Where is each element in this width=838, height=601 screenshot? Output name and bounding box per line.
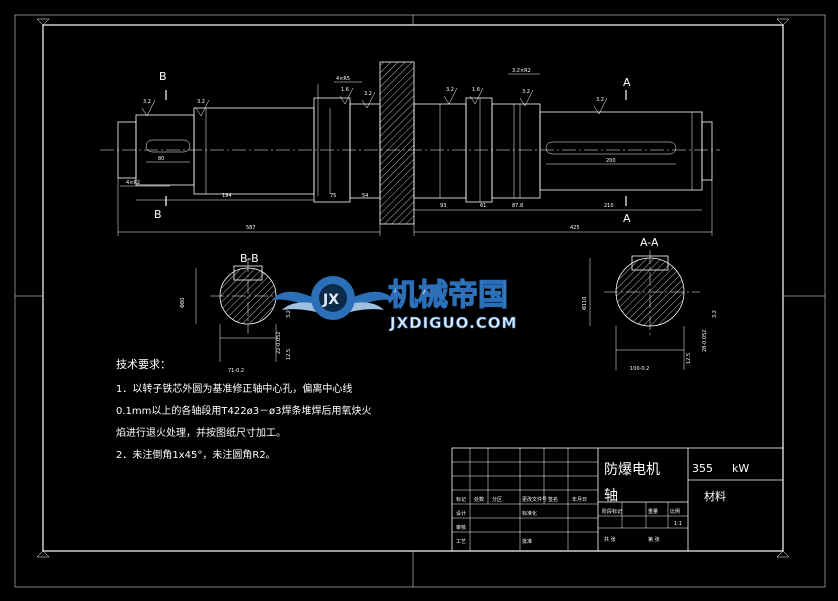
- cut-marker-a-top: A: [623, 76, 631, 89]
- aa-depth: 100-0.2: [630, 366, 649, 372]
- cut-marker-a-bottom: A: [623, 212, 631, 225]
- dim-61: 61: [480, 203, 486, 209]
- material-label: 材料: [704, 489, 726, 503]
- bb-depth: 71-0.2: [228, 368, 244, 374]
- roughness-4: 3.2: [364, 91, 372, 97]
- bb-dia: Φ80: [180, 298, 186, 308]
- watermark-logo: JX 机械帝国 JXDIGUO.COM: [272, 276, 517, 332]
- tb-cell-13: 批准: [522, 538, 532, 545]
- dim-194: 194: [222, 193, 232, 199]
- aa-rough2: 12.5: [686, 353, 692, 364]
- dim-425: 425: [570, 225, 580, 231]
- title-block: 标记 处数 分区 更改文件号 签名 年月日 设计 标准化 阶段标记 重量 比例 …: [451, 447, 784, 552]
- bb-keyw: 22-0.052: [276, 332, 282, 354]
- tb-cell-15: 第 张: [648, 536, 660, 543]
- bb-rough: 3.2: [286, 310, 292, 318]
- dim-87-8: 87.8: [512, 203, 523, 209]
- tb-cell-3: 更改文件号: [522, 496, 547, 503]
- section-aa-label: A-A: [640, 236, 659, 249]
- dim-key-right: 200: [606, 158, 616, 164]
- notes-heading: 技术要求：: [116, 358, 171, 371]
- tb-cell-12: 工艺: [456, 539, 466, 545]
- dim-54: 54: [362, 193, 368, 199]
- tb-cell-5: 年月日: [572, 496, 587, 503]
- section-bb: B-B Φ80 71-0.2 22-0.052 3.2 12.5: [180, 252, 292, 374]
- roughness-2: 3.2: [197, 99, 205, 105]
- tb-cell-2: 分区: [492, 496, 502, 503]
- roughness-symbols: 3.2 3.2 1.6 3.2 3.2 1.6 3.2 3.2: [141, 87, 608, 117]
- tb-cell-1: 处数: [474, 496, 484, 503]
- notes-line-3: 焰进行退火处理，并按图纸尺寸加工。: [116, 426, 286, 439]
- notes-line-4: 2．未注倒角1x45°，未注圆角R2。: [116, 448, 276, 461]
- tb-cell-11: 审核: [456, 524, 466, 531]
- part-name-2: 轴: [604, 488, 618, 504]
- tb-cell-8: 阶段标记: [602, 508, 622, 515]
- aa-dia: Φ110: [582, 297, 588, 310]
- technical-notes: 技术要求： 1．以转子铁芯外圆为基准修正轴中心孔，偏离中心线 0.1mm以上的各…: [116, 358, 372, 461]
- notes-line-2: 0.1mm以上的各轴段用T422ø3－ø3焊条堆焊后用氧炔火: [116, 404, 372, 417]
- aa-rough: 3.2: [712, 310, 718, 318]
- dim-key-left: 80: [158, 156, 164, 162]
- tb-cell-9: 重量: [648, 508, 658, 515]
- section-aa: A-A Φ110 100-0.2 28-0.052 3.2 12.5: [582, 236, 718, 372]
- power-value: 355: [692, 462, 713, 475]
- section-bb-label: B-B: [240, 252, 259, 265]
- tb-cell-7: 标准化: [522, 510, 537, 517]
- cut-marker-b-bottom: B: [154, 208, 162, 221]
- svg-text:JX: JX: [322, 292, 339, 308]
- cut-marker-b-top: B: [159, 70, 167, 83]
- tb-cell-10: 比例: [670, 508, 680, 515]
- watermark-en: JXDIGUO.COM: [389, 314, 517, 332]
- dim-75: 75: [330, 193, 336, 199]
- dim-93: 93: [440, 203, 446, 209]
- tb-cell-4: 签名: [548, 496, 558, 503]
- roughness-8: 3.2: [596, 97, 604, 103]
- dim-210: 210: [604, 203, 614, 209]
- tb-cell-14: 共 张: [604, 536, 616, 543]
- power-unit: kW: [732, 462, 749, 475]
- roughness-5: 3.2: [446, 87, 454, 93]
- dim-587: 587: [246, 225, 256, 231]
- shaft-main-view: B B A A 587 425 194 75 54 93 61 8: [100, 61, 720, 236]
- sheet-border: [14, 14, 826, 588]
- roughness-3: 1.6: [341, 87, 349, 93]
- roughness-7: 3.2: [522, 89, 530, 95]
- aa-keyw: 28-0.052: [702, 330, 708, 352]
- watermark-cn: 机械帝国: [388, 278, 508, 313]
- dim-chamfer-left: 4×R2: [126, 180, 140, 186]
- dim-chamfer-top: 4×R5: [336, 76, 350, 82]
- tb-cell-6: 设计: [456, 510, 466, 517]
- tb-cell-0: 标记: [456, 496, 466, 503]
- tb-cell-16: 1:1: [674, 521, 682, 527]
- bb-rough2: 12.5: [286, 349, 292, 360]
- notes-line-1: 1．以转子铁芯外圆为基准修正轴中心孔，偏离中心线: [116, 382, 352, 395]
- dim-chamfer-right: 3.2×R2: [512, 68, 531, 74]
- part-name: 防爆电机: [604, 462, 660, 478]
- roughness-6: 1.6: [472, 87, 480, 93]
- roughness-1: 3.2: [143, 99, 151, 105]
